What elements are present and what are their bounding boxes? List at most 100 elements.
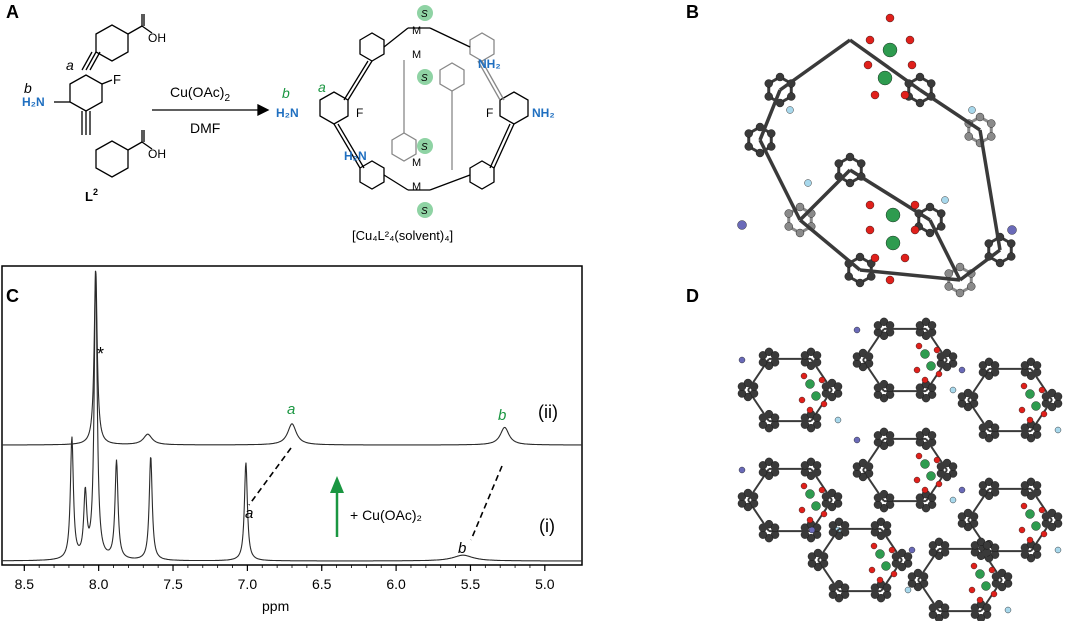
oxygen-atom xyxy=(876,576,884,584)
carbon-atom xyxy=(787,92,796,101)
copper-atom xyxy=(811,501,821,511)
nitrogen-atom xyxy=(738,466,746,474)
carbon-atom xyxy=(800,358,810,367)
carbon-atom xyxy=(990,543,1000,552)
fluorine-atom xyxy=(949,386,957,394)
x-tick-label-5: 6.0 xyxy=(386,576,406,592)
bond xyxy=(798,168,852,222)
carbon-atom xyxy=(928,610,938,619)
carbon-atom xyxy=(795,202,805,212)
carbon-atom xyxy=(937,209,946,218)
oxygen-atom xyxy=(870,542,878,550)
copper-atom xyxy=(811,391,821,401)
x-tick-label-2: 7.5 xyxy=(163,576,183,592)
copper-atom xyxy=(1031,401,1041,411)
carbon-atom xyxy=(915,98,925,108)
oxygen-atom xyxy=(900,253,910,263)
carbon-atom xyxy=(758,420,768,429)
fluorine-atom xyxy=(786,106,794,114)
nitrogen-atom xyxy=(853,326,861,334)
bond xyxy=(859,268,961,282)
carbon-atom xyxy=(927,493,937,502)
carbon-atom xyxy=(845,178,855,188)
oxygen-atom xyxy=(888,546,896,554)
carbon-atom xyxy=(984,239,993,248)
carbon-atom xyxy=(948,352,958,361)
product-amine-right: NH₂ xyxy=(532,106,555,120)
oxygen-atom xyxy=(865,200,875,210)
oxygen-atom xyxy=(1020,382,1028,390)
reaction-arrowhead xyxy=(257,103,270,117)
nitrogen-atom xyxy=(853,436,861,444)
copper-atom xyxy=(981,581,991,591)
oxygen-atom xyxy=(935,370,943,378)
carbon-atom xyxy=(1053,512,1063,521)
carbon-atom xyxy=(764,79,773,88)
metal-label-3: M xyxy=(412,157,421,169)
carbon-atom xyxy=(987,132,996,141)
product-amine-bottom: H₂N xyxy=(344,149,367,163)
bond xyxy=(925,328,948,361)
carbon-atom xyxy=(978,488,988,497)
x-axis-label: ppm xyxy=(262,598,289,614)
panel-label-c: C xyxy=(6,286,19,306)
oxygen-atom xyxy=(913,366,921,374)
nitrogen-atom xyxy=(738,356,746,364)
fluorine-atom xyxy=(904,586,912,594)
carbon-atom xyxy=(1003,572,1013,581)
carbon-atom xyxy=(758,358,768,367)
carbon-atom xyxy=(737,499,747,508)
oxygen-atom xyxy=(885,13,895,23)
carbon-atom xyxy=(833,382,843,391)
carbon-atom xyxy=(812,351,822,360)
nitrogen-atom xyxy=(908,546,916,554)
carbon-atom xyxy=(907,579,917,588)
oxygen-atom xyxy=(800,372,808,380)
oxygen-atom xyxy=(933,456,941,464)
oxygen-atom xyxy=(1040,530,1048,538)
reaction-scheme xyxy=(54,5,529,218)
metal-label-1: M xyxy=(412,25,421,37)
carbon-atom xyxy=(852,469,862,478)
shift-line-a xyxy=(248,447,292,506)
carbon-atom xyxy=(1053,392,1063,401)
bond xyxy=(1030,488,1053,521)
carbon-atom xyxy=(944,282,953,291)
bond xyxy=(928,219,962,281)
carbon-atom xyxy=(990,423,1000,432)
x-tick-label-7: 5.0 xyxy=(535,576,555,592)
carbon-atom xyxy=(885,383,895,392)
carbon-atom xyxy=(1032,481,1042,490)
bond xyxy=(1030,368,1053,401)
carbon-atom xyxy=(882,521,892,530)
copper-atom xyxy=(885,235,901,251)
carbon-atom xyxy=(978,368,988,377)
bond xyxy=(778,38,852,92)
carbon-atom xyxy=(1032,423,1042,432)
oxygen-atom xyxy=(820,510,828,518)
peak-a-label-i: a xyxy=(245,505,253,522)
oxygen-atom xyxy=(885,275,895,285)
carbon-atom xyxy=(1007,239,1016,248)
carbon-atom xyxy=(800,468,810,477)
solvent-site-4 xyxy=(417,202,433,218)
solvent-site-label-1: S xyxy=(421,9,428,20)
product-a-label: a xyxy=(318,79,326,95)
carbon-atom xyxy=(1020,488,1030,497)
carbon-atom xyxy=(812,413,822,422)
oxygen-atom xyxy=(870,253,880,263)
carbon-atom xyxy=(925,228,935,238)
carbon-atom xyxy=(828,528,838,537)
oxygen-atom xyxy=(806,406,814,414)
carbon-atom xyxy=(915,72,925,82)
fluorine-atom xyxy=(804,179,812,187)
carbon-atom xyxy=(758,468,768,477)
carbon-atom xyxy=(944,269,953,278)
solvent-site-label-4: S xyxy=(421,206,428,217)
oxygen-atom xyxy=(806,516,814,524)
carbon-atom xyxy=(807,559,817,568)
copper-atom xyxy=(926,361,936,371)
oxygen-atom xyxy=(820,400,828,408)
carbon-atom xyxy=(744,142,753,151)
oxygen-atom xyxy=(988,566,996,574)
